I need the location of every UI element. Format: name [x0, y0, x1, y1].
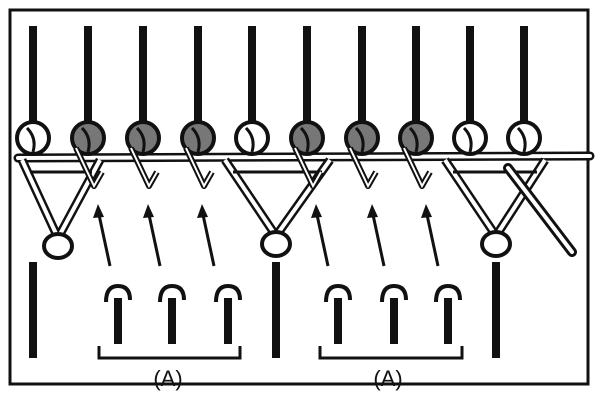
stitch-loop-inner: [403, 147, 431, 189]
stitch-loop-inner: [349, 147, 377, 189]
needle-hook-4: [180, 120, 216, 189]
needle-hook-9: [452, 120, 488, 156]
needle-row-top: [29, 26, 528, 126]
arrow-head-5: [367, 204, 378, 218]
hook-curve: [244, 126, 255, 153]
latch-hook-row: [104, 283, 462, 344]
needle-row-bottom: [29, 262, 500, 358]
needle-hook-1: [15, 120, 51, 156]
arrow-head-3: [197, 204, 208, 218]
lower-needle-3: [492, 262, 500, 358]
latch-hook-5: [380, 283, 408, 344]
needle-stem-2: [84, 26, 92, 126]
group-label-2: (A): [373, 366, 403, 391]
needle-hook-2: [70, 120, 106, 189]
diagram-frame: [8, 8, 590, 386]
hook-curve: [408, 126, 419, 153]
arrow-shaft-4: [314, 209, 330, 267]
latch-hook-3: [214, 283, 242, 344]
needle-stem-5: [248, 26, 256, 126]
latch-hook-stem: [444, 298, 452, 344]
latch-hook-stem: [168, 298, 176, 344]
hook-curve: [354, 126, 365, 153]
needle-stem-8: [412, 26, 420, 126]
hook-curve: [190, 126, 201, 153]
latch-hook-2: [158, 283, 186, 344]
stitch-loop-inner: [294, 147, 322, 189]
latch-hook-1: [104, 283, 132, 344]
needle-hook-3: [125, 120, 161, 189]
arrow-shaft-6: [424, 209, 440, 267]
latch-hook-stem: [390, 298, 398, 344]
needle-stem-6: [303, 26, 311, 126]
arrow-head-1: [93, 204, 104, 218]
arrow-shaft-2: [146, 209, 162, 267]
needle-stem-9: [466, 26, 474, 126]
latch-hook-head: [104, 283, 132, 303]
latch-hook-head: [158, 283, 186, 303]
group-bracket-1: [97, 346, 242, 360]
latch-hook-head: [380, 283, 408, 303]
needle-hook-6: [289, 120, 325, 189]
arrow-head-6: [421, 204, 432, 218]
yarn-tail: [506, 166, 574, 254]
needle-stem-1: [29, 26, 37, 126]
latch-hook-head: [434, 283, 462, 303]
group-label-1: (A): [153, 366, 183, 391]
latch-hook-stem: [224, 298, 232, 344]
needle-hook-8: [398, 120, 434, 189]
needle-hooks: [15, 120, 542, 189]
needle-hook-10: [506, 120, 542, 156]
stitch-loop-inner: [130, 147, 158, 189]
latch-hook-head: [324, 283, 352, 303]
needle-stem-4: [194, 26, 202, 126]
sinker-loop-2-knot: [260, 230, 292, 258]
hook-curve: [462, 126, 473, 153]
hook-curve: [25, 126, 36, 153]
needle-stem-3: [139, 26, 147, 126]
hook-curve: [80, 126, 91, 153]
needle-hook-7: [344, 120, 380, 189]
needle-stem-7: [358, 26, 366, 126]
latch-hook-4: [324, 283, 352, 344]
sinker-loop-1-knot: [42, 232, 74, 260]
arrow-shaft-1: [96, 209, 112, 267]
yarn-strand: [16, 154, 592, 160]
latch-hook-head: [214, 283, 242, 303]
needle-stem-10: [520, 26, 528, 126]
arrow-head-4: [311, 204, 322, 218]
group-bracket-2: [318, 346, 464, 360]
latch-hook-6: [434, 283, 462, 344]
needle-hook-5: [234, 120, 270, 156]
hook-curve: [516, 126, 527, 153]
lower-needle-1: [29, 262, 37, 358]
arrow-row: [93, 204, 440, 267]
arrow-head-2: [143, 204, 154, 218]
latch-hook-stem: [114, 298, 122, 344]
sinker-loop-3-knot: [480, 230, 512, 258]
arrow-shaft-5: [370, 209, 386, 267]
latch-hook-stem: [334, 298, 342, 344]
hook-curve: [135, 126, 146, 153]
stitch-loop-inner: [185, 147, 213, 189]
hook-curve: [299, 126, 310, 153]
stitch-loop-inner: [75, 147, 103, 189]
lower-needle-2: [272, 262, 280, 358]
arrow-shaft-3: [200, 209, 216, 267]
